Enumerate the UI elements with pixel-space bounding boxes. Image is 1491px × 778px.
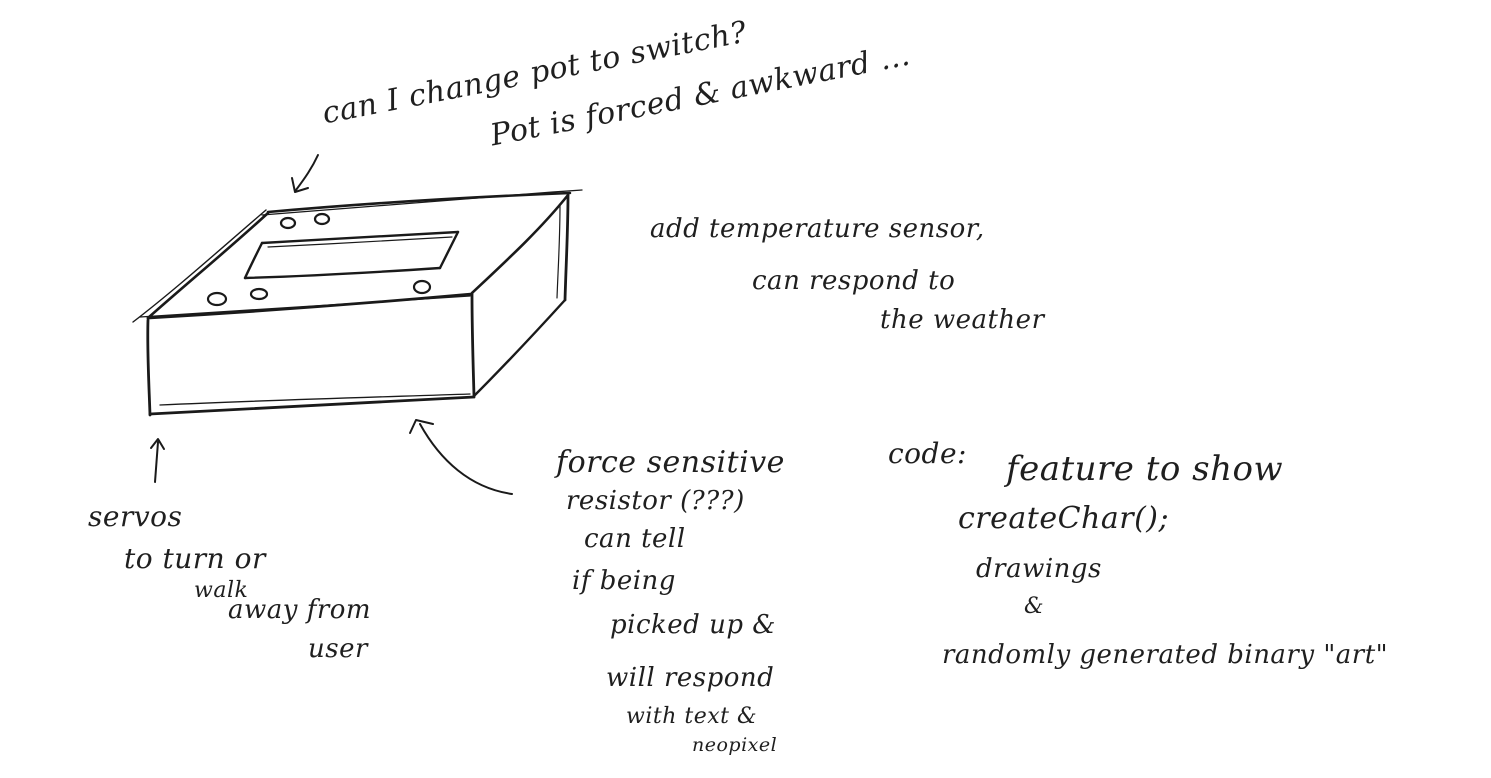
arrow-to-servo-icon bbox=[150, 438, 165, 483]
code-note-1: feature to show bbox=[1006, 449, 1284, 489]
servo-note-3: walk bbox=[194, 578, 249, 603]
code-note-4: & bbox=[1024, 594, 1045, 619]
servo-note-4: away from bbox=[228, 595, 372, 625]
servo-note-1: servos bbox=[88, 500, 183, 533]
arrow-to-pot-icon bbox=[291, 154, 319, 193]
servo-note-2: to turn or bbox=[124, 542, 266, 575]
code-note-5: randomly generated binary "art" bbox=[942, 640, 1389, 670]
knob-icons bbox=[206, 212, 432, 307]
temp-weather-note: the weather bbox=[880, 305, 1045, 335]
servo-note-5: user bbox=[308, 634, 368, 664]
code-label: code: bbox=[888, 437, 967, 470]
code-note-2: createChar(); bbox=[958, 501, 1170, 536]
temp-respond-note: can respond to bbox=[752, 266, 956, 296]
fsr-note-2: resistor (???) bbox=[566, 486, 745, 516]
fsr-note-4: if being bbox=[572, 566, 676, 596]
lcd-screen bbox=[243, 230, 460, 280]
arrow-to-fsr-icon bbox=[409, 419, 513, 495]
fsr-note-8: neopixel bbox=[692, 734, 778, 756]
fsr-note-6: will respond bbox=[606, 663, 775, 693]
enclosure-box bbox=[132, 189, 583, 417]
fsr-note-1: force sensitive bbox=[556, 445, 785, 480]
fsr-note-7: with text & bbox=[626, 704, 758, 729]
fsr-note-5: picked up & bbox=[610, 610, 776, 640]
code-note-3: drawings bbox=[976, 554, 1102, 584]
fsr-note-3: can tell bbox=[584, 524, 686, 554]
temp-sensor-note: add temperature sensor, bbox=[650, 214, 985, 244]
